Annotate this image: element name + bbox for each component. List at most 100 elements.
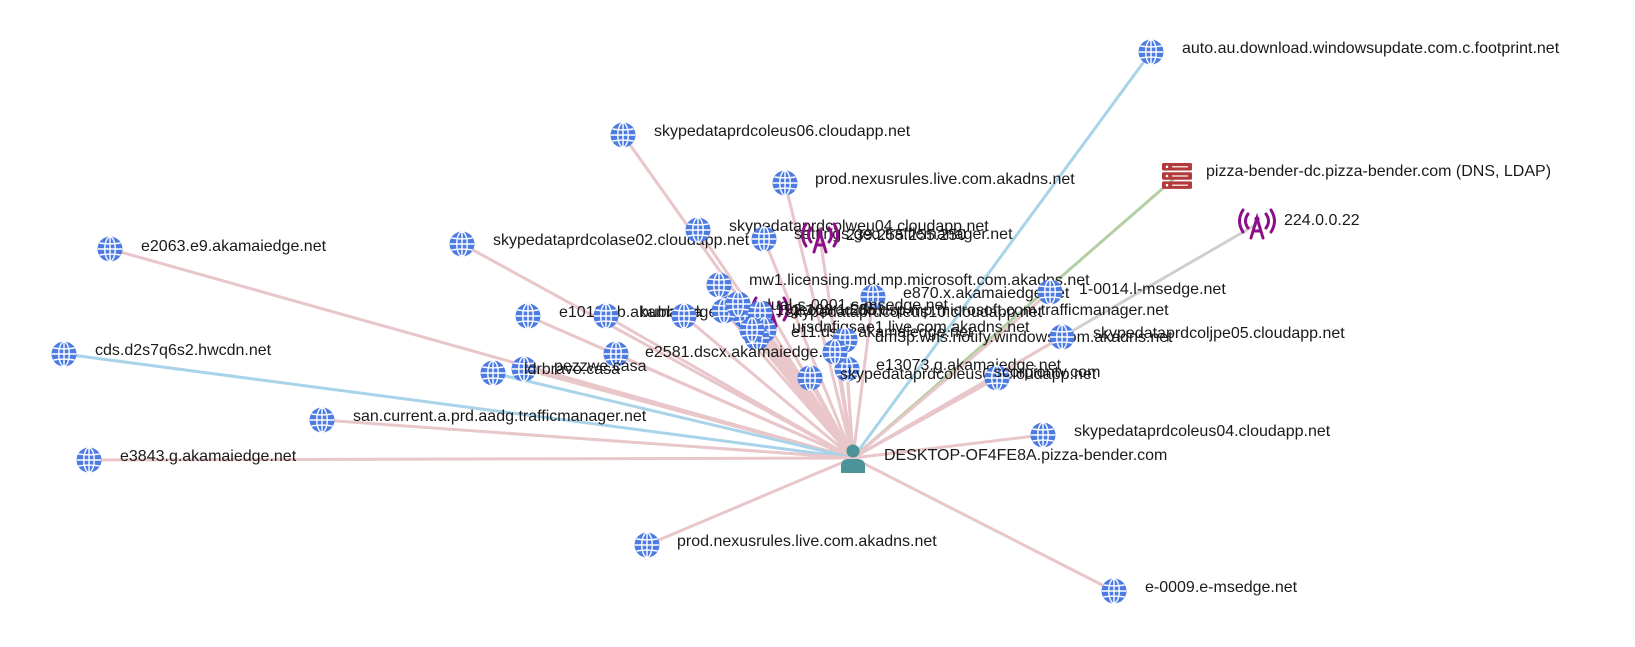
node-n38[interactable] xyxy=(739,317,765,343)
edge-n5 xyxy=(783,182,855,459)
edge-n34 xyxy=(646,456,854,547)
globe-icon[interactable] xyxy=(634,532,660,558)
globe-icon[interactable] xyxy=(1030,422,1056,448)
node-n6[interactable]: e2063.e9.akamaiedge.net xyxy=(97,236,327,262)
node-n29[interactable]: skypedataprdcoleus02.cloudapp.net xyxy=(797,365,1097,391)
globe-icon[interactable] xyxy=(1049,324,1075,350)
globe-icon[interactable] xyxy=(1138,39,1164,65)
node-label: e-0009.e-msedge.net xyxy=(1145,579,1298,596)
node-label: dm3p.wns.notify.windows.com.akadns.net xyxy=(875,329,1173,346)
node-label: settings.geo.trafficmanager.net xyxy=(794,226,1013,243)
node-n17[interactable]: dual-s-0001.s-msedge.net xyxy=(717,295,949,321)
node-label: dual-s-0001.s-msedge.net xyxy=(762,297,948,314)
node-label: mw1.licensing.md.mp.microsoft.com.akadns… xyxy=(749,272,1090,289)
node-n7[interactable]: skypedataprdcolase02.cloudapp.net xyxy=(449,231,750,257)
edge-n39 xyxy=(683,314,854,460)
globe-icon[interactable] xyxy=(1101,578,1127,604)
node-label: skypedataprdcoleus04.cloudapp.net xyxy=(1074,423,1331,440)
node-n13[interactable]: 1-0014.l-msedge.net xyxy=(1037,279,1227,305)
center-node[interactable]: DESKTOP-OF4FE8A.pizza-bender.com xyxy=(841,444,1167,474)
node-n28[interactable]: e13073.g.akamaiedge.net xyxy=(834,356,1062,382)
node-n19[interactable]: geo.prod.do.dsp.mp.microsoft.com.traffic… xyxy=(747,300,1170,326)
node-label: e13073.g.akamaiedge.net xyxy=(876,357,1062,374)
globe-icon[interactable] xyxy=(797,365,823,391)
node-label: san.current.a.prd.aadg.trafficmanager.ne… xyxy=(353,408,647,425)
node-n39[interactable] xyxy=(671,303,697,329)
node-label: scorpiontv.com xyxy=(994,364,1100,381)
node-n8[interactable]: skypedataprdcolweu04.cloudapp.net xyxy=(685,217,990,243)
node-n2[interactable]: pizza-bender-dc.pizza-bender.com (DNS, L… xyxy=(1161,162,1551,190)
globe-icon[interactable] xyxy=(1037,279,1063,305)
globe-icon[interactable] xyxy=(449,231,475,257)
node-n16[interactable]: 192.168.1.255 xyxy=(751,296,878,328)
globe-icon[interactable] xyxy=(97,236,123,262)
node-n4[interactable]: skypedataprdcoleus06.cloudapp.net xyxy=(610,122,911,148)
node-n30[interactable]: scorpiontv.com xyxy=(984,364,1101,391)
globe-icon[interactable] xyxy=(772,170,798,196)
node-n25[interactable]: e2581.dscx.akamaiedge.net xyxy=(603,341,846,367)
node-n26[interactable]: pezzwe.casa xyxy=(511,356,647,382)
node-n32[interactable]: skypedataprdcoleus04.cloudapp.net xyxy=(1030,422,1331,448)
node-n34[interactable]: prod.nexusrules.live.com.akadns.net xyxy=(634,532,938,558)
node-n27[interactable]: ldrbravo.casa xyxy=(480,360,621,386)
globe-icon[interactable] xyxy=(822,339,848,365)
node-n22[interactable]: dm3p.wns.notify.windows.com.akadns.net xyxy=(832,327,1174,353)
node-n5[interactable]: prod.nexusrules.live.com.akadns.net xyxy=(772,170,1076,196)
node-n24[interactable]: cds.d2s7q6s2.hwcdn.net xyxy=(51,341,272,367)
node-n37[interactable] xyxy=(725,291,751,317)
edge-n33 xyxy=(88,456,854,462)
globe-icon[interactable] xyxy=(76,447,102,473)
node-label: prod.nexusrules.live.com.akadns.net xyxy=(815,171,1075,188)
edge-n32 xyxy=(852,433,1044,460)
node-label: prod.nexusrules.live.com.akadns.net xyxy=(677,533,937,550)
node-label: skypedataprdcoljpe05.cloudapp.net xyxy=(1093,325,1345,342)
edge-n27 xyxy=(492,371,854,460)
edge-n1 xyxy=(851,51,1153,459)
node-label: skypedataprdcoleus02.cloudapp.net xyxy=(840,366,1097,383)
node-n31[interactable]: san.current.a.prd.aadg.trafficmanager.ne… xyxy=(309,407,647,433)
node-n35[interactable]: e-0009.e-msedge.net xyxy=(1101,578,1298,604)
node-n1[interactable]: auto.au.download.windowsupdate.com.c.foo… xyxy=(1138,39,1560,65)
node-label: e2063.e9.akamaiedge.net xyxy=(141,238,327,255)
edge-n35 xyxy=(852,456,1115,593)
node-label: skypedataprdcoleus10.cloudapp.net xyxy=(786,304,1043,321)
edge-n29 xyxy=(808,377,855,459)
globe-icon[interactable] xyxy=(671,303,697,329)
node-n10[interactable]: 239.255.255.250 xyxy=(801,222,967,254)
center-node-label: DESKTOP-OF4FE8A.pizza-bender.com xyxy=(884,447,1167,464)
globe-icon[interactable] xyxy=(751,226,777,252)
node-n33[interactable]: e3843.g.akamaiedge.net xyxy=(76,447,297,473)
globe-icon[interactable] xyxy=(480,360,506,386)
globe-icon[interactable] xyxy=(515,303,541,329)
globe-icon[interactable] xyxy=(739,317,765,343)
node-label: geo.prod.do.dsp.mp.microsoft.com.traffic… xyxy=(790,302,1169,319)
edge-n30 xyxy=(852,376,998,460)
node-label: 1-0014.l-msedge.net xyxy=(1079,281,1226,298)
node-n11[interactable]: mw1.licensing.md.mp.microsoft.com.akadns… xyxy=(706,272,1091,298)
globe-icon[interactable] xyxy=(593,303,619,329)
globe-icon[interactable] xyxy=(725,291,751,317)
node-n40[interactable] xyxy=(822,339,848,365)
edge-n9 xyxy=(762,238,855,459)
server-icon[interactable] xyxy=(1161,162,1193,190)
node-label: ldrbravo.casa xyxy=(524,361,620,378)
globe-icon[interactable] xyxy=(706,272,732,298)
globe-icon[interactable] xyxy=(51,341,77,367)
node-n23[interactable]: skypedataprdcoljpe05.cloudapp.net xyxy=(1049,324,1346,350)
edge-n31 xyxy=(321,418,854,460)
node-label: 239.255.255.250 xyxy=(846,227,966,244)
edge-n12 xyxy=(851,296,875,459)
globe-icon[interactable] xyxy=(309,407,335,433)
globe-icon[interactable] xyxy=(610,122,636,148)
node-n18[interactable]: skypedataprdcoleus10.cloudapp.net xyxy=(732,303,1043,329)
node-label: e2581.dscx.akamaiedge.net xyxy=(645,344,846,361)
edge-n7 xyxy=(461,242,854,460)
globe-icon[interactable] xyxy=(685,217,711,243)
node-n12[interactable]: e870.x.akamaiedge.net xyxy=(860,284,1070,310)
edge-n25 xyxy=(615,352,854,460)
node-n9[interactable]: settings.geo.trafficmanager.net xyxy=(751,226,1014,252)
node-n3[interactable]: 224.0.0.22 xyxy=(1238,208,1360,240)
node-label: skypedataprdcoleus06.cloudapp.net xyxy=(654,123,911,140)
edge-n24 xyxy=(63,352,854,460)
